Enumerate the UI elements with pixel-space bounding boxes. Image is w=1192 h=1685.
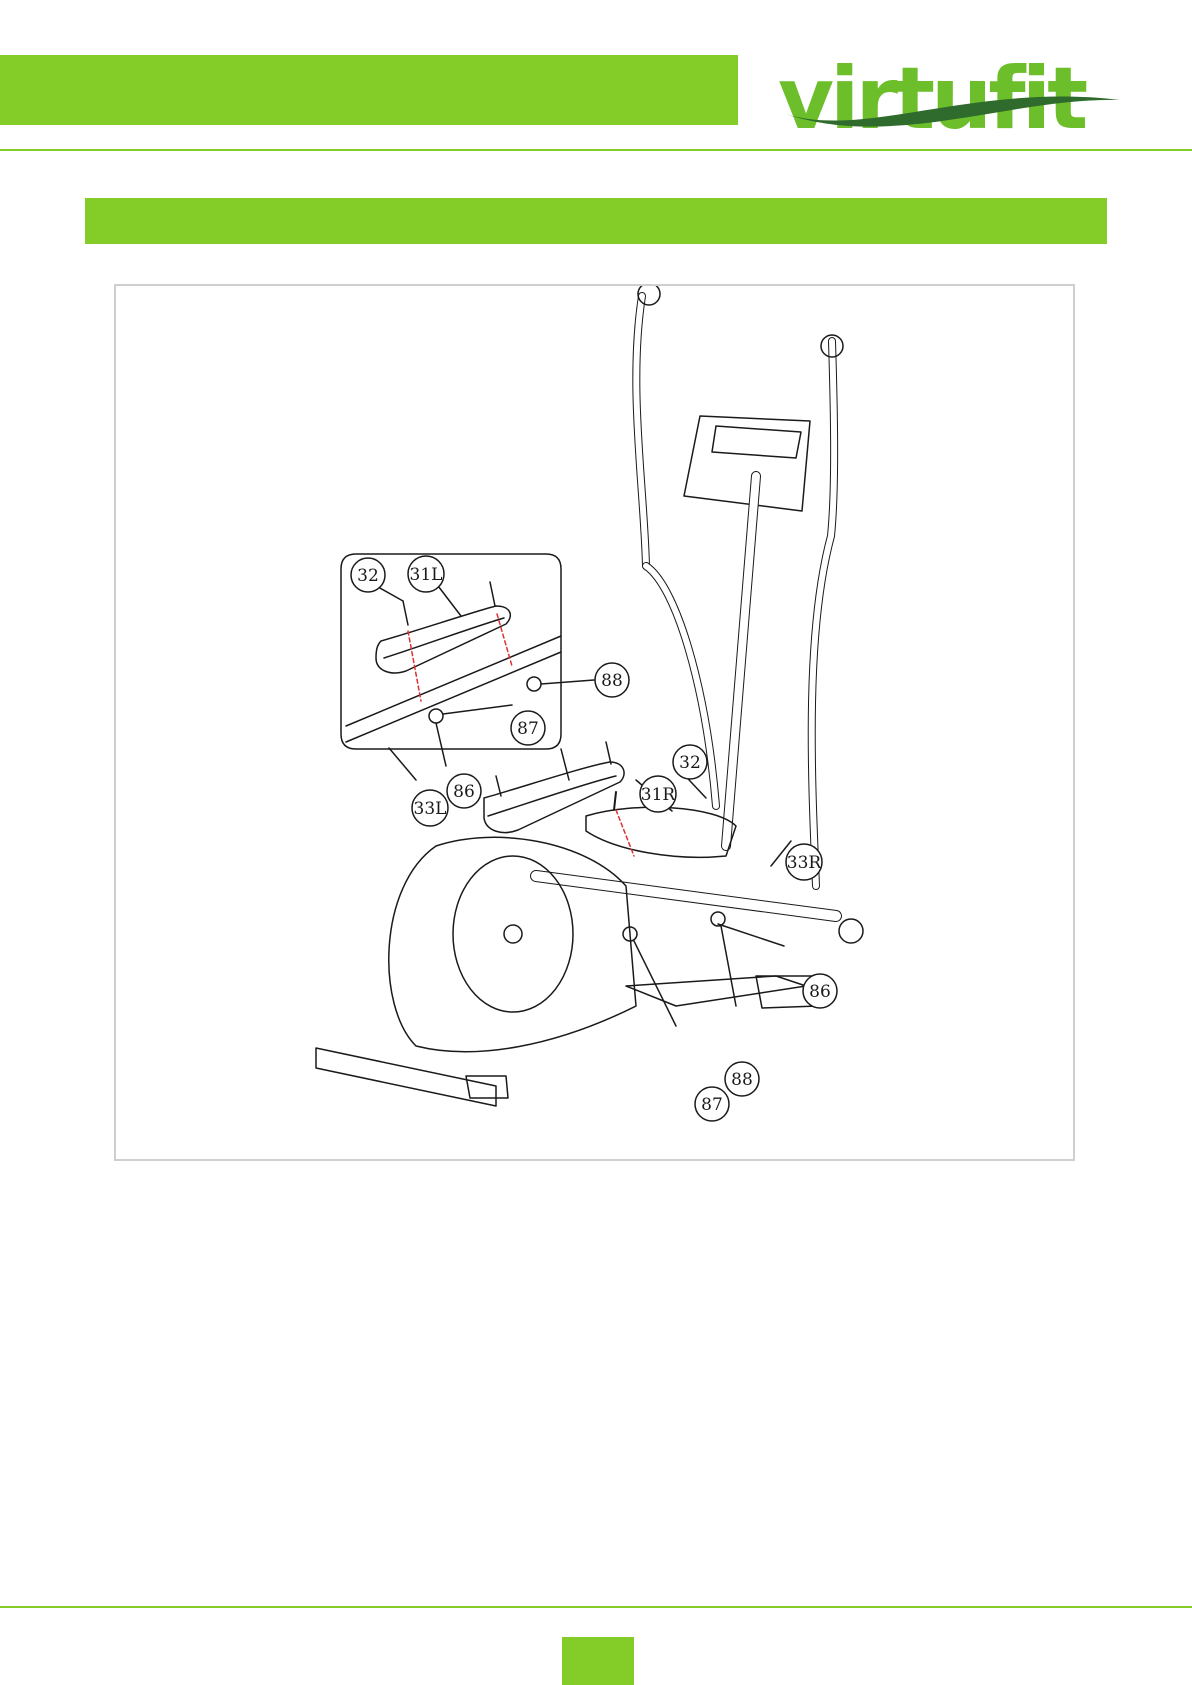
- page-number-tab: [562, 1637, 634, 1685]
- callout-87a: 87: [517, 719, 539, 739]
- virtufit-logo: virtufit: [770, 42, 1130, 142]
- callout-86a: 86: [453, 782, 475, 802]
- callout-88a: 88: [601, 671, 623, 691]
- svg-text:virtufit: virtufit: [778, 49, 1087, 142]
- footer-divider: [0, 1606, 1192, 1608]
- header-divider: [0, 149, 1192, 151]
- callout-87b: 87: [701, 1095, 723, 1115]
- section-title-bar: [85, 198, 1107, 244]
- assembly-figure: 32 31L 88 87 86 33L 32 31R 33R 86 88 87: [114, 284, 1075, 1161]
- callout-32b: 32: [679, 753, 701, 773]
- page-number: [562, 1637, 634, 1649]
- header-accent-bar: [0, 55, 738, 125]
- callout-88b: 88: [731, 1070, 753, 1090]
- section-title: [85, 198, 1107, 218]
- callout-31L: 31L: [410, 565, 443, 585]
- callout-33R: 33R: [787, 853, 823, 873]
- assembly-drawing: 32 31L 88 87 86 33L 32 31R 33R 86 88 87: [116, 286, 1077, 1163]
- callout-32a: 32: [357, 566, 379, 586]
- callout-33L: 33L: [414, 799, 447, 819]
- callout-31R: 31R: [641, 785, 677, 805]
- callout-86b: 86: [809, 982, 831, 1002]
